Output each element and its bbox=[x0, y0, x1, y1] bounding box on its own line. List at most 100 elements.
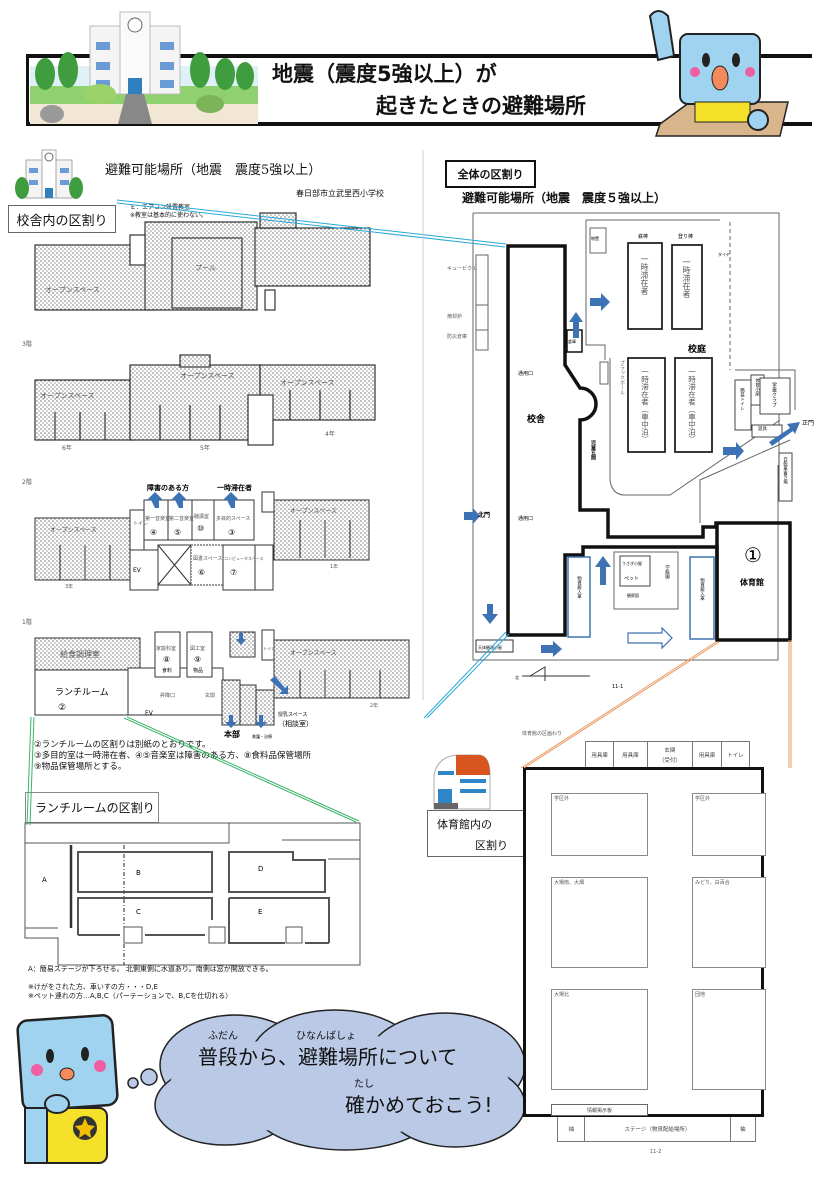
gym-top-rooms: 用具庫 用具庫 玄関 （受付） 用具庫 トイレ bbox=[585, 741, 750, 769]
stage-wing-right: 袖 bbox=[731, 1117, 756, 1141]
mascot-pointing-illustration bbox=[640, 4, 790, 142]
floor-4-plan bbox=[34, 212, 371, 311]
floor-1-toilet: トイレ bbox=[263, 646, 275, 651]
gym-section-label-line1: 体育館内の bbox=[437, 818, 492, 831]
gym-stage: 袖 ステージ（物資配給場所） 袖 bbox=[557, 1117, 756, 1142]
gym-zone-1: 学区外 bbox=[551, 793, 648, 856]
gym-zone-label: 学区外 bbox=[695, 796, 711, 802]
floor-3-grade-4: 4年 bbox=[325, 430, 335, 438]
floor-3-open-space-1: オープンスペース bbox=[40, 392, 95, 400]
label-temp-stay-car-1: 一時滞在者（車中泊） bbox=[640, 368, 650, 443]
room-10: 聴講室 bbox=[194, 513, 209, 520]
floor-2-open-right: オープンスペース bbox=[290, 508, 337, 515]
label-rabbit-hut: うさぎ小屋 bbox=[622, 560, 642, 566]
gym-icon bbox=[430, 753, 492, 811]
label-gym-shed: 体育小屋 bbox=[754, 378, 760, 396]
room-music-1: 第一音楽室 bbox=[145, 515, 170, 522]
school-section-label: 校舎内の区割り bbox=[8, 205, 116, 233]
gym-zone-4: みどり、白百合 bbox=[692, 877, 766, 968]
floor-2-open-left: オープンスペース bbox=[50, 527, 97, 534]
floor-3-open-space-3: オープンスペース bbox=[280, 379, 335, 387]
lunch-area-e: E bbox=[258, 908, 262, 916]
label-north-gate: 北門 bbox=[478, 511, 490, 519]
label-side-door-1: 通用口 bbox=[518, 370, 533, 377]
label-tire: タイヤ bbox=[718, 251, 730, 257]
label-warehouse: 倉庫 bbox=[568, 338, 576, 344]
gym-room-label: 用具庫 bbox=[591, 753, 608, 759]
info-board-label: 情報掲示板 bbox=[586, 1107, 612, 1114]
school-plan-title: 避難可能場所（地震 震度5強以上） bbox=[105, 163, 322, 178]
label-gym-number: ① bbox=[744, 543, 762, 567]
label-supply-entry-2: 物資搬入車 bbox=[699, 578, 705, 601]
floor-4-open-space: オープンスペース bbox=[45, 286, 100, 294]
mascot-thinking-illustration bbox=[5, 1008, 135, 1173]
gym-zone-label: みどり、白百合 bbox=[695, 880, 730, 886]
label-iron-bar: 鉄棒 bbox=[638, 233, 648, 240]
floor-1-label: 1階 bbox=[22, 618, 32, 626]
room-music-1-number: ④ bbox=[150, 528, 157, 537]
consultation-room: （相談室） bbox=[278, 719, 313, 728]
gym-zone-3: 大場南、大畑 bbox=[551, 877, 648, 968]
gym-room-entrance: 玄関 （受付） bbox=[648, 742, 694, 768]
room-computer: コンピュータスペース bbox=[224, 555, 264, 561]
room-art-number: ⑨ bbox=[194, 655, 201, 664]
floor-3-plan bbox=[34, 354, 376, 446]
stage-label: ステージ（物資配給場所） bbox=[624, 1127, 691, 1133]
marker-disabled: 障害のある方 bbox=[147, 483, 189, 492]
room-computer-number: ⑦ bbox=[230, 568, 237, 577]
gym-room-label: トイレ bbox=[727, 753, 744, 759]
gym-room-equipment-1: 用具庫 bbox=[586, 742, 615, 768]
room-lunch: ランチルーム bbox=[55, 687, 109, 698]
stage-wing-left: 袖 bbox=[558, 1117, 586, 1141]
speech-line-1: 普段から、避難場所について bbox=[198, 1045, 458, 1069]
evacuation-arrows bbox=[464, 293, 800, 657]
room-home-ec-food: 食料 bbox=[162, 667, 172, 674]
label-bike-parking: 自転車置き場 bbox=[782, 457, 788, 484]
label-cubicle: キュービクル bbox=[447, 265, 477, 272]
floor-2-ev: EV bbox=[133, 567, 142, 574]
floor-3-grade-5: 5年 bbox=[200, 444, 210, 452]
overall-section-label: 全体の区割り bbox=[445, 160, 536, 188]
floor-1-grade-2: 2年 bbox=[370, 702, 378, 709]
label-school-building: 校舎 bbox=[527, 413, 546, 425]
floor-1-plan bbox=[34, 629, 410, 726]
school-floor-plans: プール オープンスペース 3階 オープンスペース オープンスペース オープンスペ… bbox=[22, 212, 410, 739]
floor-2-label: 2階 bbox=[22, 478, 32, 486]
label-schoolyard: 校庭 bbox=[688, 343, 707, 355]
lunch-note-2: ※けがをされた方、車いすの方・・・D,E bbox=[28, 983, 158, 991]
headquarters: 本部 bbox=[223, 729, 240, 739]
room-multipurpose-number: ③ bbox=[228, 528, 235, 537]
room-10-number: ⑩ bbox=[197, 524, 204, 533]
room-art-goods: 物品 bbox=[193, 667, 203, 674]
school-scenery-illustration bbox=[30, 8, 258, 124]
arrows-floor-2 bbox=[147, 492, 239, 508]
label-temp-stay-2: 一時滞在者 bbox=[682, 258, 691, 298]
room-lunch-number: ② bbox=[58, 703, 66, 713]
room-library: 図書スペース bbox=[193, 555, 222, 562]
info-board: 情報掲示板 bbox=[551, 1104, 648, 1116]
stage-wing-label: 袖 bbox=[739, 1127, 746, 1133]
room-art: 図工室 bbox=[190, 645, 205, 652]
floor-2-plan bbox=[34, 491, 370, 591]
gym-zone-5: 大場北 bbox=[551, 989, 648, 1090]
gym-reception-label: （受付） bbox=[658, 758, 681, 764]
gym-room-label: 玄関 bbox=[664, 748, 676, 754]
gym-zone-label: 大場南、大畑 bbox=[554, 880, 585, 886]
gym-room-label: 用具庫 bbox=[622, 753, 639, 759]
label-disaster-storage: 防災倉庫 bbox=[447, 333, 467, 340]
floor-4-pool: プール bbox=[195, 264, 216, 272]
label-temp-stay-car-2: 一時滞在者（車中泊） bbox=[687, 368, 697, 443]
gym-room-equipment-3: 用具庫 bbox=[693, 742, 722, 768]
floor-3-open-space-2: オープンスペース bbox=[180, 372, 235, 380]
label-climbing-pole: 登り棒 bbox=[678, 233, 693, 240]
school-section-label-text: 校舎内の区割り bbox=[16, 213, 108, 229]
school-icon bbox=[14, 148, 84, 200]
lunch-area-b: B bbox=[136, 869, 141, 877]
floor-1-entrance: 昇降口 bbox=[160, 692, 175, 699]
gym-zone-label: 団地 bbox=[695, 992, 706, 998]
floor-2-toilet: トイレ bbox=[133, 521, 148, 527]
banner-title-line1: 地震（震度5強以上）が bbox=[272, 62, 497, 86]
label-page-11-1: 11-1 bbox=[612, 684, 623, 690]
gym-page-number: 11-2 bbox=[650, 1149, 662, 1155]
gym-section-label: 体育館内の 区割り bbox=[427, 810, 527, 857]
